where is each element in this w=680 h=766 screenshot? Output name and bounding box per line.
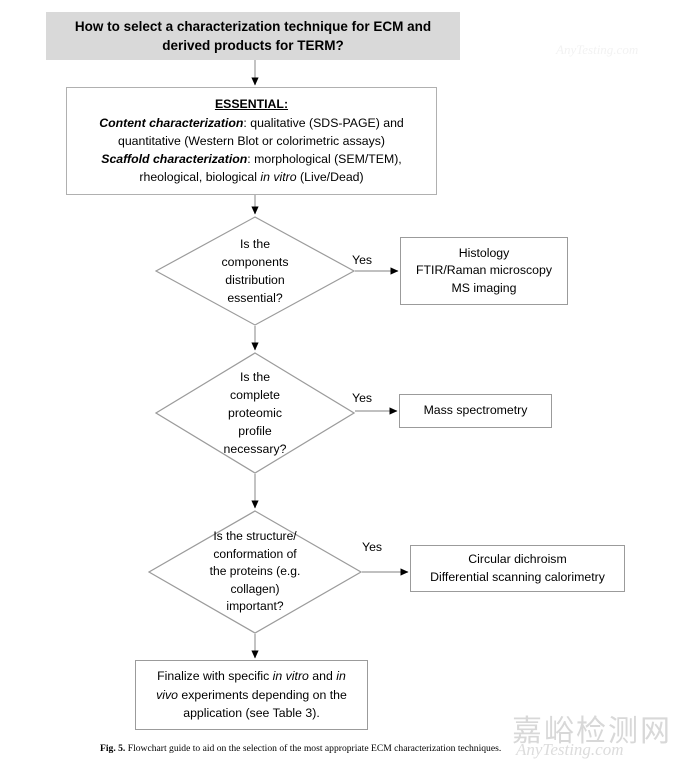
diamond-shape-icon bbox=[155, 216, 355, 326]
outcome-imaging-techniques: Histology FTIR/Raman microscopy MS imagi… bbox=[400, 237, 568, 305]
essential-content-line: Content characterization: qualitative (S… bbox=[99, 115, 404, 130]
essential-box: ESSENTIAL: Content characterization: qua… bbox=[66, 87, 437, 195]
decision-structure-conformation: Is the structure/ conformation of the pr… bbox=[148, 510, 362, 634]
diamond-shape-icon bbox=[155, 352, 355, 474]
flowchart-title-text: How to select a characterization techniq… bbox=[74, 19, 432, 53]
branch-label-yes-1: Yes bbox=[352, 253, 373, 267]
essential-content-line-2: quantitative (Western Blot or colorimetr… bbox=[118, 133, 385, 148]
outcome-mass-spectrometry: Mass spectrometry bbox=[399, 394, 552, 428]
outcome-conformation-techniques: Circular dichroism Differential scanning… bbox=[410, 545, 625, 592]
final-step-text: Finalize with specific in vitro and in v… bbox=[156, 669, 347, 721]
figure-caption-text: Flowchart guide to aid on the selection … bbox=[127, 743, 502, 754]
essential-scaffold-line-2: rheological, biological in vitro (Live/D… bbox=[139, 170, 364, 185]
flowchart-title-box: How to select a characterization techniq… bbox=[46, 12, 460, 60]
branch-label-yes-3: Yes bbox=[362, 540, 383, 554]
branch-label-yes-2: Yes bbox=[352, 391, 373, 405]
decision-proteomic-profile: Is the complete proteomic profile necess… bbox=[155, 352, 355, 474]
essential-scaffold-line: Scaffold characterization: morphological… bbox=[101, 152, 402, 167]
diamond-shape-icon bbox=[148, 510, 362, 634]
essential-title: ESSENTIAL: bbox=[214, 97, 289, 112]
figure-number: Fig. 5. bbox=[100, 743, 126, 754]
decision-components-distribution: Is the components distribution essential… bbox=[155, 216, 355, 326]
watermark-top: AnyTesting.com bbox=[556, 42, 639, 57]
figure-caption: Fig. 5. Flowchart guide to aid on the se… bbox=[100, 743, 580, 755]
final-step-box: Finalize with specific in vitro and in v… bbox=[135, 660, 368, 730]
